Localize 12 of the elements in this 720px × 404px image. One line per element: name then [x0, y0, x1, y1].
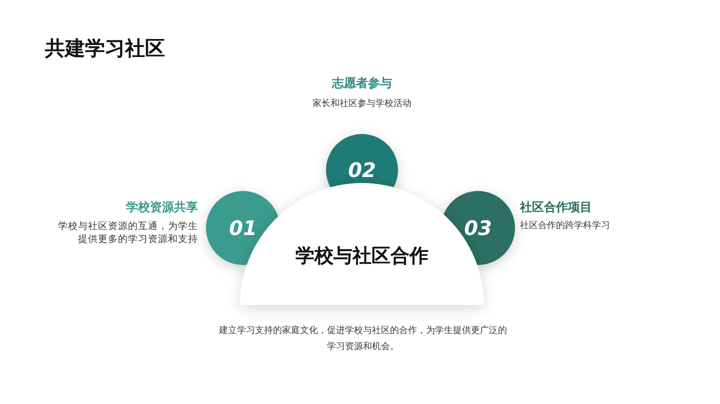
center-title: 学校与社区合作 [296, 244, 428, 269]
description-text: 建立学习支持的家庭文化，促进学校与社区的合作，为学生提供更广泛的学习资源和机会。 [218, 324, 508, 354]
step-number: 01 [229, 217, 257, 239]
step-number: 03 [464, 217, 492, 239]
item-heading: 志愿者参与 [330, 75, 393, 91]
step-number: 02 [348, 159, 376, 181]
item-description: 社区合作的跨学科学习 [520, 220, 611, 233]
item-description: 家长和社区参与学校活动 [312, 98, 412, 111]
item-heading: 学校资源共享 [125, 199, 198, 215]
item-heading: 社区合作项目 [520, 199, 593, 215]
title: 共建学习社区 [45, 35, 165, 62]
item-description: 学校与社区资源的互通，为学生提供更多的学习资源和支持 [58, 220, 198, 246]
